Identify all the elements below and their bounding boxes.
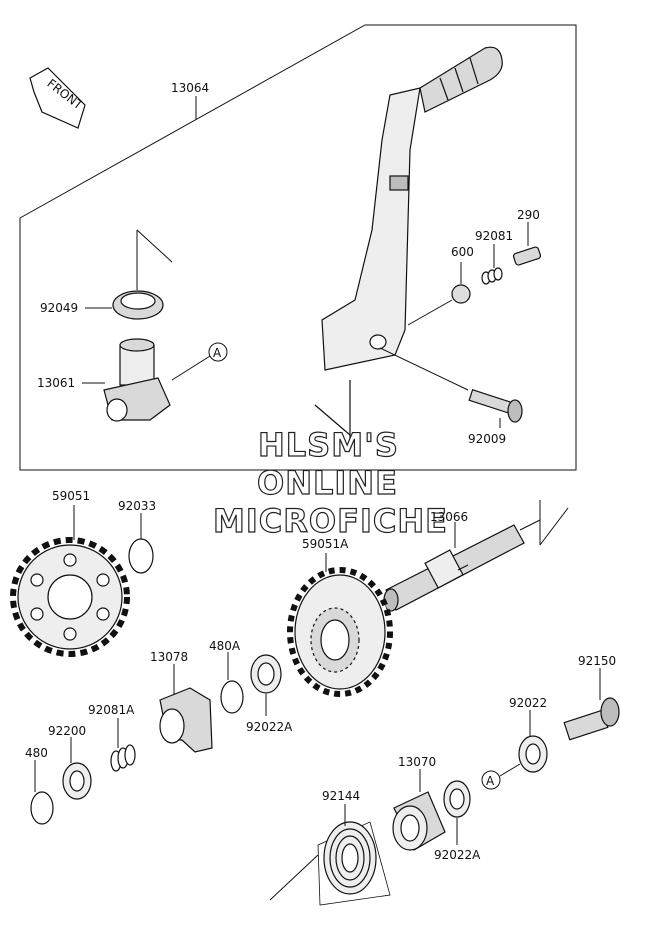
part-480-circlip — [30, 791, 54, 825]
front-arrow-badge: FRONT — [29, 67, 86, 129]
part-92049-seal — [112, 290, 164, 320]
part-92009-bolt — [468, 388, 523, 423]
ref-marker-a-top — [208, 342, 228, 362]
part-92033-circlip — [128, 538, 154, 574]
callout-92022A-bottom: 92022A — [434, 848, 481, 862]
part-59051A-gear — [287, 567, 393, 697]
watermark-line-2: ONLINE — [257, 464, 398, 502]
part-13061-boss — [103, 338, 171, 422]
ref-marker-a-top-label: A — [213, 346, 222, 360]
callout-92033: 92033 — [118, 499, 156, 513]
part-13078-ratchet — [159, 687, 213, 753]
part-92144-spring — [317, 821, 391, 906]
part-13066-shaft — [383, 524, 525, 612]
callout-59051A: 59051A — [302, 537, 349, 551]
part-600-ball — [451, 284, 471, 304]
part-92081A-spring — [110, 744, 136, 772]
callout-59051: 59051 — [52, 489, 90, 503]
callout-13066: 13066 — [430, 510, 468, 524]
part-13070-collar — [392, 791, 446, 851]
callout-480A: 480A — [209, 639, 241, 653]
watermark-line-3: MICROFICHE — [213, 502, 448, 540]
callout-92022A-top: 92022A — [246, 720, 293, 734]
kit-boundary — [19, 24, 577, 471]
callout-92081A: 92081A — [88, 703, 135, 717]
callout-92150: 92150 — [578, 654, 616, 668]
callout-13061: 13061 — [37, 376, 75, 390]
part-59051-gear — [10, 537, 130, 657]
callout-92081: 92081 — [475, 229, 513, 243]
ref-marker-a-bottom-label: A — [486, 774, 495, 788]
callout-92144: 92144 — [322, 789, 360, 803]
part-92200-washer — [62, 762, 92, 800]
part-92022A-washer-top — [250, 654, 282, 694]
callout-480: 480 — [25, 746, 48, 760]
callout-92022: 92022 — [509, 696, 547, 710]
callout-290: 290 — [517, 208, 540, 222]
callout-92200: 92200 — [48, 724, 86, 738]
callout-92009: 92009 — [468, 432, 506, 446]
part-92081-spring — [481, 267, 503, 285]
callout-13070: 13070 — [398, 755, 436, 769]
part-480A-circlip — [220, 680, 244, 714]
ref-marker-a-bottom — [481, 770, 501, 790]
part-92150-bolt — [563, 697, 620, 741]
watermark-line-1: HLSM'S — [258, 426, 399, 464]
callout-13078: 13078 — [150, 650, 188, 664]
kick-lever — [314, 46, 503, 445]
callout-13064: 13064 — [171, 81, 209, 95]
callout-600: 600 — [451, 245, 474, 259]
callout-92049: 92049 — [40, 301, 78, 315]
part-92022A-washer-bottom — [443, 780, 471, 818]
part-290-pin — [512, 246, 542, 266]
part-92022-washer — [518, 735, 548, 773]
